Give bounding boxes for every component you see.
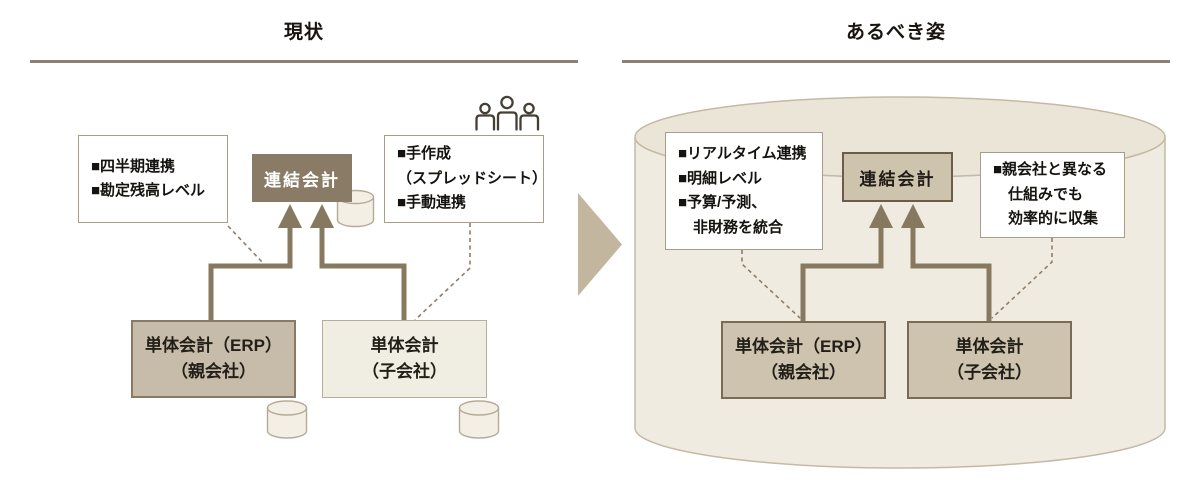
unit-accounting-child-box-current: 単体会計 （子会社） [322, 320, 487, 398]
consolidated-accounting-box-ideal: 連結会計 [842, 152, 953, 202]
connector-ideal-parent [800, 226, 884, 321]
unit-box-line: （子会社） [947, 363, 1032, 382]
unit-box-line: 単体会計 [370, 336, 439, 355]
arrowhead-up-icon [869, 204, 893, 228]
note-line: ■予算/予測、 [678, 194, 767, 211]
unit-box-line: （親会社） [171, 362, 256, 381]
note-line: ■勘定残高レベル [91, 182, 206, 199]
unit-accounting-child-box-ideal: 単体会計 （子会社） [907, 321, 1072, 399]
arrowhead-up-icon [310, 204, 334, 228]
panel-title-ideal: あるべき姿 [845, 21, 946, 43]
right-triangle-arrow-icon [578, 193, 622, 296]
panel-rule-ideal [622, 60, 1170, 63]
note-line: 非財務を統合 [678, 218, 784, 236]
arrowhead-up-icon [901, 204, 925, 228]
unit-box-line: 単体会計（ERP） [145, 336, 282, 355]
panel-title-current: 現状 [283, 21, 324, 43]
connector-current-child [319, 226, 407, 321]
note-line: （スプレッドシート） [397, 169, 548, 187]
unit-box-line: （子会社） [362, 362, 447, 381]
unit-box-line: 単体会計（ERP） [735, 337, 872, 356]
unit-box-line: （親会社） [761, 363, 846, 382]
dashed-leader-ideal-right [991, 238, 1053, 319]
database-cylinder-icon [458, 400, 500, 439]
note-line: ■手動連携 [397, 194, 467, 212]
dashed-leader-current-left [227, 225, 264, 264]
unit-accounting-parent-box-current: 単体会計（ERP） （親会社） [131, 320, 296, 398]
connector-ideal-child [910, 226, 992, 321]
note-line: ■リアルタイム連携 [678, 145, 807, 162]
database-cylinder-icon [266, 400, 308, 439]
arrowhead-up-icon [278, 204, 302, 228]
note-line: ■四半期連携 [91, 157, 176, 175]
note-box-current-left: ■四半期連携 ■勘定残高レベル [78, 135, 228, 223]
note-box-ideal-right: ■親会社と異なる 仕組みでも 効率的に収集 [980, 152, 1125, 238]
note-line: 仕組みでも [993, 185, 1084, 203]
note-line: ■明細レベル [678, 169, 763, 187]
note-line: ■親会社と異なる [993, 161, 1108, 179]
note-box-ideal-left: ■リアルタイム連携 ■明細レベル ■予算/予測、 非財務を統合 [665, 132, 823, 250]
unit-accounting-parent-box-ideal: 単体会計（ERP） （親会社） [721, 321, 886, 399]
people-icon [475, 95, 540, 131]
consolidated-accounting-box-current: 連結会計 [252, 154, 352, 202]
note-box-current-right: ■手作成 （スプレッドシート） ■手動連携 [384, 135, 548, 223]
panel-rule-current [30, 60, 578, 63]
note-line: 効率的に収集 [993, 210, 1099, 228]
connector-current-parent [208, 226, 293, 321]
dashed-leader-current-right [414, 223, 471, 321]
note-line: ■手作成 [397, 145, 452, 163]
unit-box-line: 単体会計 [955, 337, 1024, 356]
